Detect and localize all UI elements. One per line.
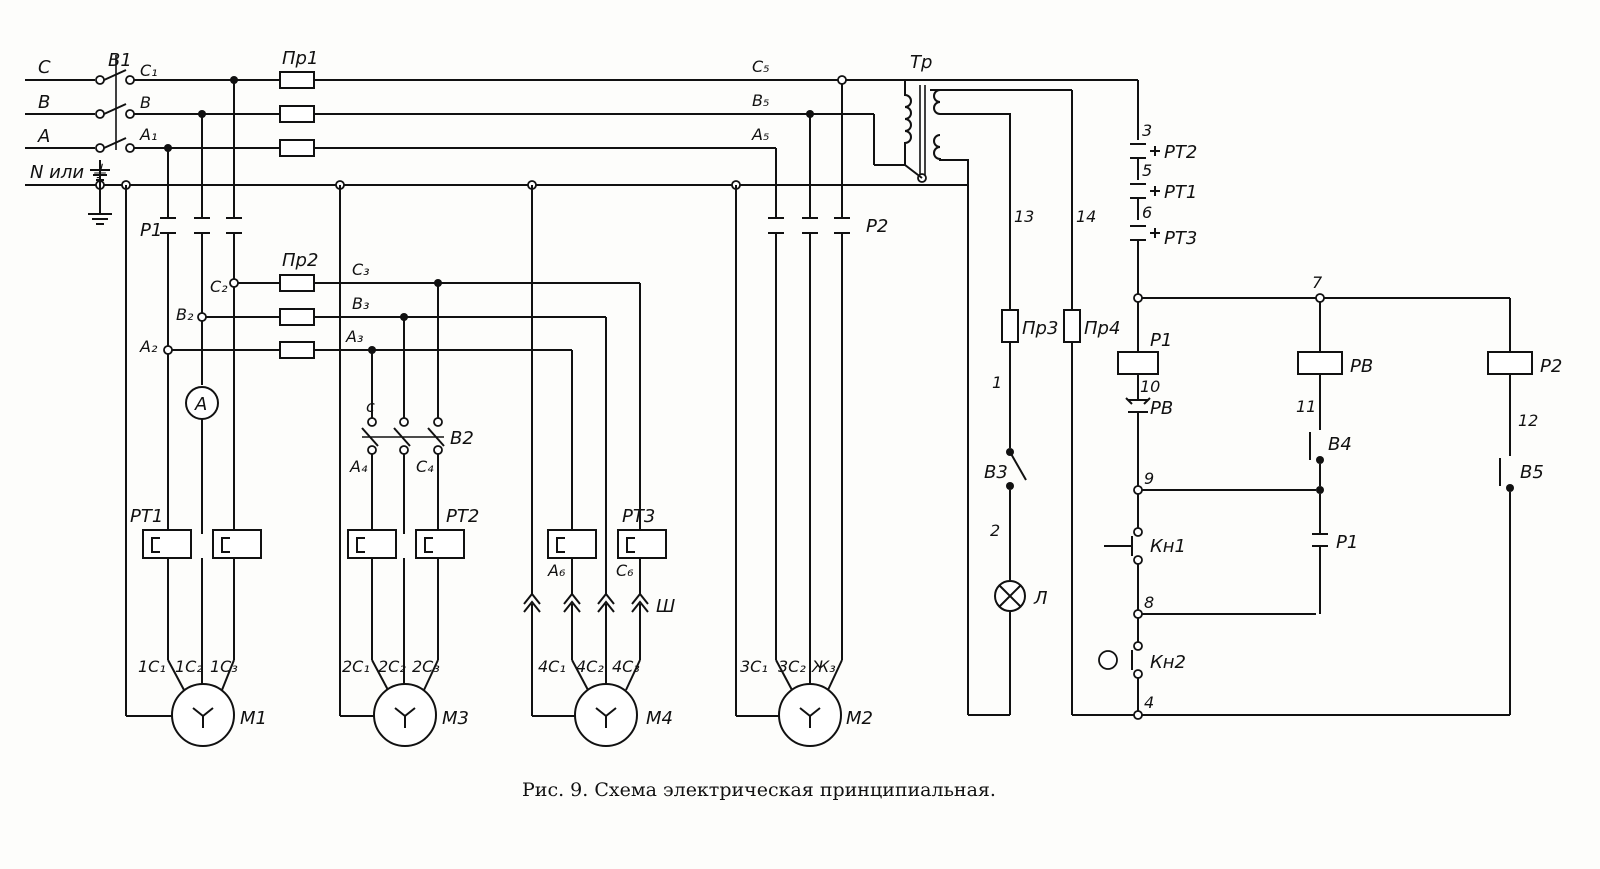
branch-m3: c B2 A₄ C₄ PT2 2C₁ 2C₂ 2C₃ M3 [339, 185, 479, 747]
wire-c1-label: C₁ [140, 61, 158, 80]
fuse-pr4-label: Пр4 [1084, 318, 1120, 339]
node-11-label: 11 [1296, 397, 1316, 416]
branch-m1: P1 A PT1 1C₁ 1C₂ 1C₃ M1 [125, 80, 267, 747]
wire-b-label: B [140, 93, 151, 112]
wire-c5-label: C₅ [752, 57, 770, 76]
phase-c-label: C [38, 57, 51, 78]
coil-pv-label: PB [1350, 356, 1373, 377]
motor-m2-label: M2 [846, 708, 873, 729]
node-4-label: 4 [1144, 693, 1154, 712]
neutral-label: N или ⏚ [30, 162, 108, 183]
branch-m2: P2 3C₁ 3C₂ Ж₃ M2 [735, 75, 888, 747]
tap-c2b2a2: C₂ B₂ A₂ Пр2 C₃ B₃ A₃ [139, 250, 640, 359]
node-12-label: 12 [1518, 411, 1538, 430]
wire-a2-label: A₂ [139, 337, 158, 356]
node-14-label: 14 [1076, 207, 1096, 226]
node-3-label: 3 [1142, 121, 1152, 140]
wire-c6-label: C₆ [616, 561, 634, 580]
wire-a6-label: A₆ [547, 561, 566, 580]
holding-p1-label: P1 [1336, 532, 1358, 553]
transformer-label: Тр [910, 52, 932, 73]
contactor-p2-main-label: P2 [866, 216, 888, 237]
switch-b3-label: B3 [984, 462, 1008, 483]
coil-p1-label: P1 [1150, 330, 1172, 351]
m4-terminal-2: 4C₂ [576, 657, 604, 676]
wire-a3-label: A₃ [345, 327, 363, 346]
wire-c4-label: C₄ [416, 457, 434, 476]
plug-label: Ш [656, 596, 675, 617]
node-1-label: 1 [992, 373, 1002, 392]
coil-p2-label: P2 [1540, 356, 1562, 377]
button-kn2-label: Кн2 [1150, 652, 1186, 673]
m3-terminal-1: 2C₁ [342, 657, 370, 676]
ammeter-label: A [194, 394, 207, 415]
lamp-circuit: 13 14 Пр3 Пр4 1 B3 2 Л [968, 207, 1510, 716]
wire-a1-label: A₁ [139, 125, 157, 144]
wire-b2-label: B₂ [176, 305, 194, 324]
contact-pv-label: PB [1150, 398, 1173, 419]
fuse-pr1-label: Пр1 [282, 48, 318, 69]
motor-m3-label: M3 [442, 708, 469, 729]
phase-a-label: A [37, 126, 50, 147]
fuse-pr2-label: Пр2 [282, 250, 318, 271]
motor-m1-label: M1 [240, 708, 267, 729]
m2-terminal-2: 3C₂ [778, 657, 806, 676]
thermal-rt1-label: PT1 [130, 506, 163, 527]
node-13-label: 13 [1014, 207, 1034, 226]
thermal-rt3-label: PT3 [622, 506, 655, 527]
switch-b5-label: B5 [1520, 462, 1544, 483]
wire-c2-label: C₂ [210, 277, 228, 296]
node-5-label: 5 [1142, 161, 1152, 180]
fuse-pr3-label: Пр3 [1022, 318, 1058, 339]
transformer-tr: Тр [842, 52, 1073, 715]
switch-b4-label: B4 [1328, 434, 1352, 455]
figure-caption: Рис. 9. Схема электрическая принципиальн… [522, 779, 996, 801]
lamp-label: Л [1033, 588, 1048, 609]
contactor-p1-label: P1 [140, 220, 162, 241]
m1-terminal-3: 1C₃ [210, 657, 238, 676]
m1-terminal-1: 1C₁ [138, 657, 166, 676]
switch-b1-label: B1 [108, 50, 132, 71]
node-6-label: 6 [1142, 203, 1152, 222]
m4-terminal-3: 4C₃ [612, 657, 640, 676]
motor-m4-label: M4 [646, 708, 673, 729]
m3-terminal-2: 2C₂ [378, 657, 406, 676]
button-kn1-label: Кн1 [1150, 536, 1186, 557]
node-2-label: 2 [990, 521, 1000, 540]
m2-terminal-3: Ж₃ [811, 657, 836, 676]
wire-c3-label: C₃ [352, 260, 370, 279]
wire-a5-label: A₅ [751, 125, 769, 144]
m2-terminal-1: 3C₁ [740, 657, 768, 676]
wire-b3-label: B₃ [352, 294, 369, 313]
node-9-label: 9 [1144, 469, 1154, 488]
thermal-rt2-contact-label: PT2 [1164, 142, 1197, 163]
main-buses: Пр1 C₅ B₅ A₅ [104, 48, 1138, 190]
supply-section: C B A N или ⏚ B1 C₁ B A₁ [25, 50, 158, 225]
switch-b2-label: B2 [450, 428, 474, 449]
m1-terminal-2: 1C₂ [175, 657, 203, 676]
wire-a4-label: A₄ [349, 457, 368, 476]
thermal-rt3-contact-label: PT3 [1164, 228, 1197, 249]
wire-b5-label: B₅ [752, 91, 769, 110]
control-circuit: 3 PT2 5 PT1 6 PT3 7 P1 10 PB [1098, 80, 1562, 720]
m4-terminal-1: 4C₁ [538, 657, 566, 676]
thermal-rt2-label: PT2 [446, 506, 479, 527]
branch-m4: PT3 A₆ C₆ Ш 4C₁ 4C₂ 4C₃ M4 [523, 185, 675, 747]
phase-b-label: B [38, 92, 50, 113]
wire-c-label: c [366, 397, 375, 416]
node-7-label: 7 [1312, 273, 1323, 292]
node-8-label: 8 [1144, 593, 1154, 612]
node-10-label: 10 [1140, 377, 1160, 396]
thermal-rt1-contact-label: PT1 [1164, 182, 1197, 203]
